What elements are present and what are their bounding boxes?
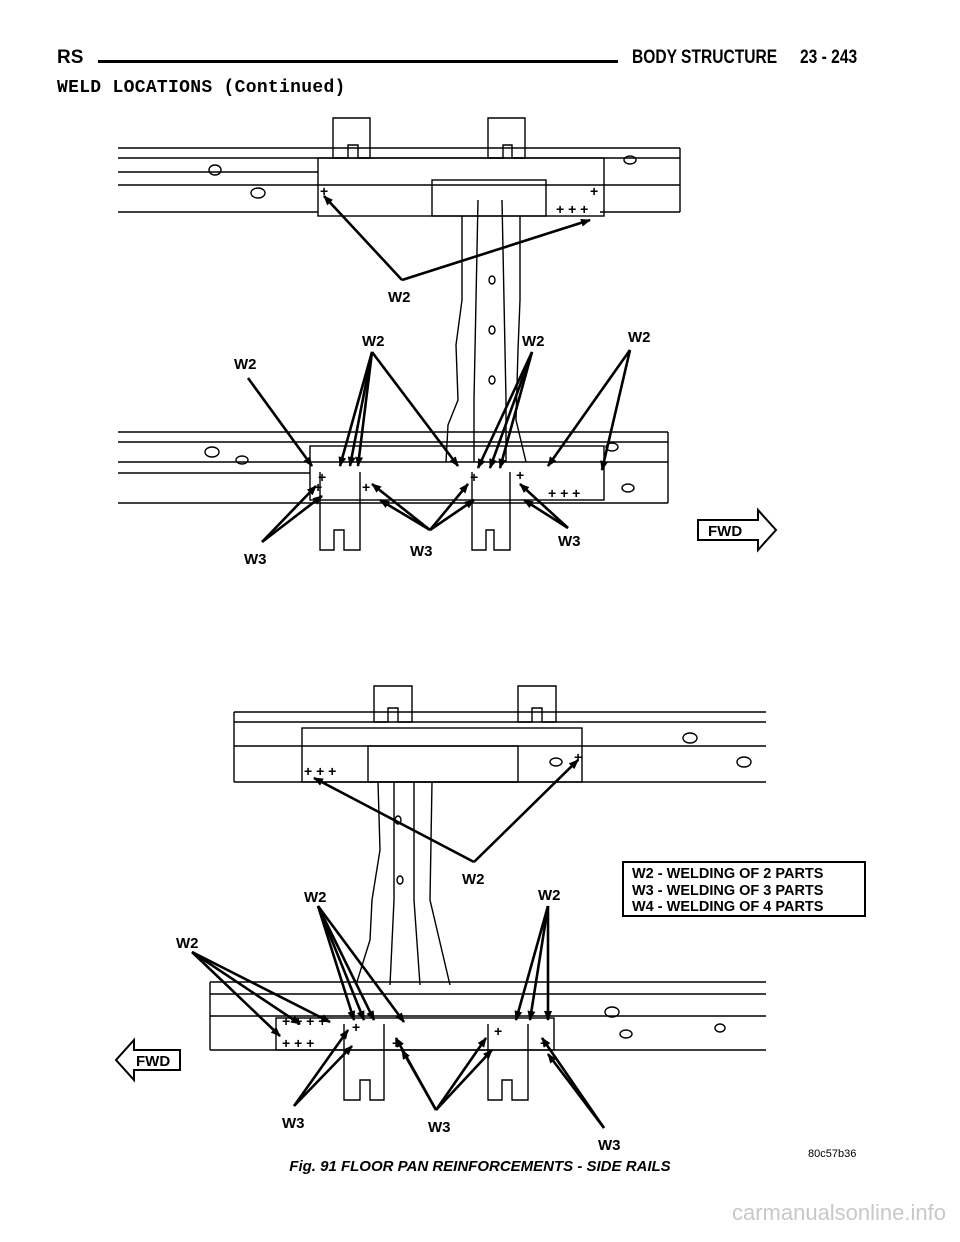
top-view-callout-arrows (246, 195, 632, 544)
svg-text:+ + +: + + + (282, 1035, 314, 1051)
legend-item-w3: W3 - WELDING OF 3 PARTS (632, 882, 824, 899)
label-w2-top-mid2: W2 (522, 333, 545, 350)
figure-caption: Fig. 91 FLOOR PAN REINFORCEMENTS - SIDE … (289, 1158, 671, 1175)
section-title: WELD LOCATIONS (Continued) (57, 78, 346, 98)
svg-text:+: + (352, 1019, 360, 1035)
header-title: BODY STRUCTURE (632, 47, 778, 68)
label-w3-bottom-mid: W3 (428, 1119, 451, 1136)
legend-item-w4: W4 - WELDING OF 4 PARTS (632, 899, 824, 915)
header-page-number: 23 - 243 (800, 47, 858, 68)
figure-code: 80c57b36 (808, 1148, 857, 1160)
weld-legend: W2 - WELDING OF 2 PARTS W3 - WELDING OF … (622, 861, 866, 917)
svg-text:+ + +: + + + (556, 201, 588, 217)
label-w2-bottom-mid1: W2 (304, 889, 327, 906)
label-w3-bottom-left: W3 (282, 1115, 305, 1132)
header-rule (98, 60, 618, 63)
svg-text:+: + (574, 749, 582, 765)
label-w3-top-mid: W3 (410, 543, 433, 560)
fwd-label-bottom: FWD (136, 1053, 170, 1070)
svg-text:+: + (494, 1023, 502, 1039)
fwd-arrow-top: FWD (697, 507, 778, 553)
label-w2-top-left: W2 (234, 356, 257, 373)
svg-text:+: + (470, 469, 478, 485)
svg-text:+: + (362, 479, 370, 495)
svg-text:+: + (516, 467, 524, 483)
top-view-labels: W2 W2 W2 W2 W2 W3 W3 W3 (234, 289, 651, 568)
legend-item-w2: W2 - WELDING OF 2 PARTS (632, 866, 824, 882)
watermark: carmanualsonline.info (731, 1200, 946, 1225)
svg-text:+: + (318, 469, 326, 485)
svg-text:+ + +: + + + (548, 485, 580, 501)
top-view-weld-marks: ++ + ++ +++ +++ + + (314, 183, 598, 501)
label-w3-top-right: W3 (558, 533, 581, 550)
label-w2-top-upper: W2 (388, 289, 411, 306)
svg-text:+: + (314, 479, 322, 495)
label-w2-top-right: W2 (628, 329, 651, 346)
label-w3-bottom-right: W3 (598, 1137, 621, 1154)
fwd-label-top: FWD (708, 523, 742, 540)
label-w2-bottom-mid2: W2 (538, 887, 561, 904)
svg-text:+: + (590, 183, 598, 199)
svg-text:+ + +: + + + (304, 763, 336, 779)
top-view-drawing (118, 117, 681, 551)
label-w2-top-mid1: W2 (362, 333, 385, 350)
label-w3-top-left: W3 (244, 551, 267, 568)
header-section-code: RS (57, 47, 84, 68)
svg-text:+: + (320, 183, 328, 199)
label-w2-bottom-left: W2 (176, 935, 199, 952)
bottom-view-callout-arrows (191, 759, 606, 1129)
bottom-view-labels: W2 W2 W2 W2 W3 W3 W3 (176, 871, 621, 1154)
fwd-arrow-bottom: FWD (114, 1037, 181, 1083)
label-w2-bottom-upper: W2 (462, 871, 485, 888)
